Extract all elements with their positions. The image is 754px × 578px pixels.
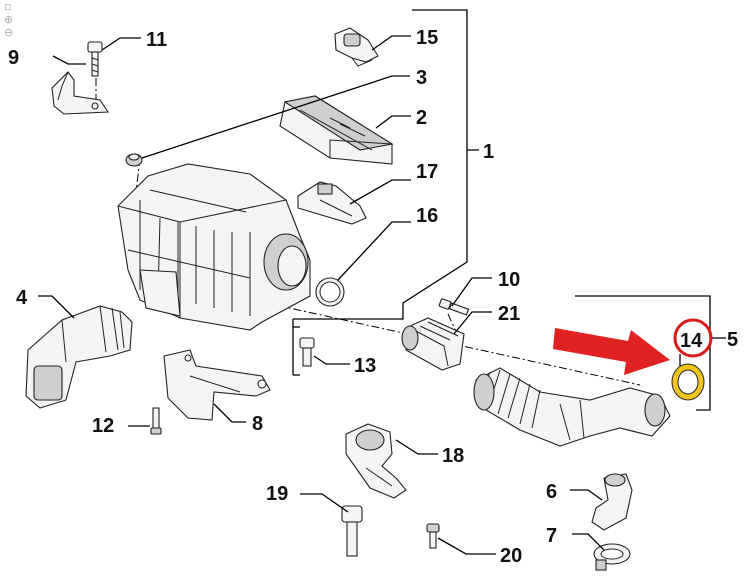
callout-4: 4 [16, 287, 28, 309]
callout-14: 14 [680, 330, 703, 352]
callout-20: 20 [500, 545, 522, 567]
callout-8: 8 [252, 413, 263, 435]
callout-17: 17 [416, 161, 438, 183]
leader-8 [213, 403, 246, 423]
callout-7: 7 [546, 525, 557, 547]
callout-16: 16 [416, 205, 438, 227]
part-3-grommet [125, 153, 143, 167]
callout-6: 6 [546, 481, 557, 503]
leader-17 [349, 179, 411, 205]
zoom-in-icon[interactable]: ⊕ [4, 13, 14, 26]
highlight-arrow [553, 328, 670, 375]
callout-11: 11 [146, 29, 167, 51]
part-17-sensor [297, 181, 367, 225]
part-18-mount [345, 423, 407, 499]
leader-20 [437, 537, 496, 555]
callout-9: 9 [8, 47, 19, 69]
leader-6 [570, 489, 603, 501]
part-10-bolt [438, 298, 470, 316]
leader-16 [337, 221, 411, 281]
callout-1: 1 [483, 141, 494, 163]
part-12-bolt [150, 407, 162, 435]
callout-15: 15 [416, 27, 438, 49]
callout-21: 21 [498, 303, 520, 325]
part-20-screw [426, 523, 440, 549]
part-8-support [163, 349, 271, 421]
part-5-air-hose [473, 367, 671, 447]
callout-13: 13 [354, 355, 376, 377]
part-16-o-ring [315, 277, 345, 307]
leader-11 [101, 37, 141, 51]
leader-19 [300, 493, 349, 513]
callout-10: 10 [498, 269, 520, 291]
leader-3 [141, 75, 410, 159]
highlight-circle [673, 318, 713, 358]
leader-21 [453, 311, 492, 335]
callout-5: 5 [727, 329, 738, 351]
callout-3: 3 [416, 67, 427, 89]
bracket-1 [293, 9, 479, 320]
part-19-bolt [341, 505, 363, 557]
leader-13 [313, 355, 350, 365]
part-6-elbow [591, 473, 633, 531]
callout-12: 12 [92, 415, 114, 437]
callout-18: 18 [442, 445, 464, 467]
part-11-bolt [87, 41, 103, 77]
part-15-clip [334, 27, 379, 67]
leader-2 [375, 115, 411, 129]
part-9-bracket [51, 71, 109, 115]
zoom-out-icon[interactable]: ⊖ [4, 26, 14, 39]
leader-4 [38, 295, 75, 319]
leader-9 [52, 55, 86, 65]
leader-18 [395, 439, 438, 455]
zoom-icon-top[interactable]: ▫ [4, 0, 12, 13]
part-21-bellows [401, 317, 465, 371]
leader-7 [572, 533, 605, 551]
callout-2: 2 [416, 107, 427, 129]
part-7-clamp [593, 543, 631, 571]
leader-10 [451, 277, 492, 307]
part-13-bolt [299, 337, 315, 367]
part-2-filter-element [279, 95, 394, 165]
leader-15 [371, 35, 411, 51]
air-filter-housing [117, 163, 311, 331]
bracket-5 [575, 295, 726, 411]
part-14-gasket [671, 363, 705, 401]
part-4-intake-duct [25, 305, 133, 409]
callout-19: 19 [266, 483, 288, 505]
